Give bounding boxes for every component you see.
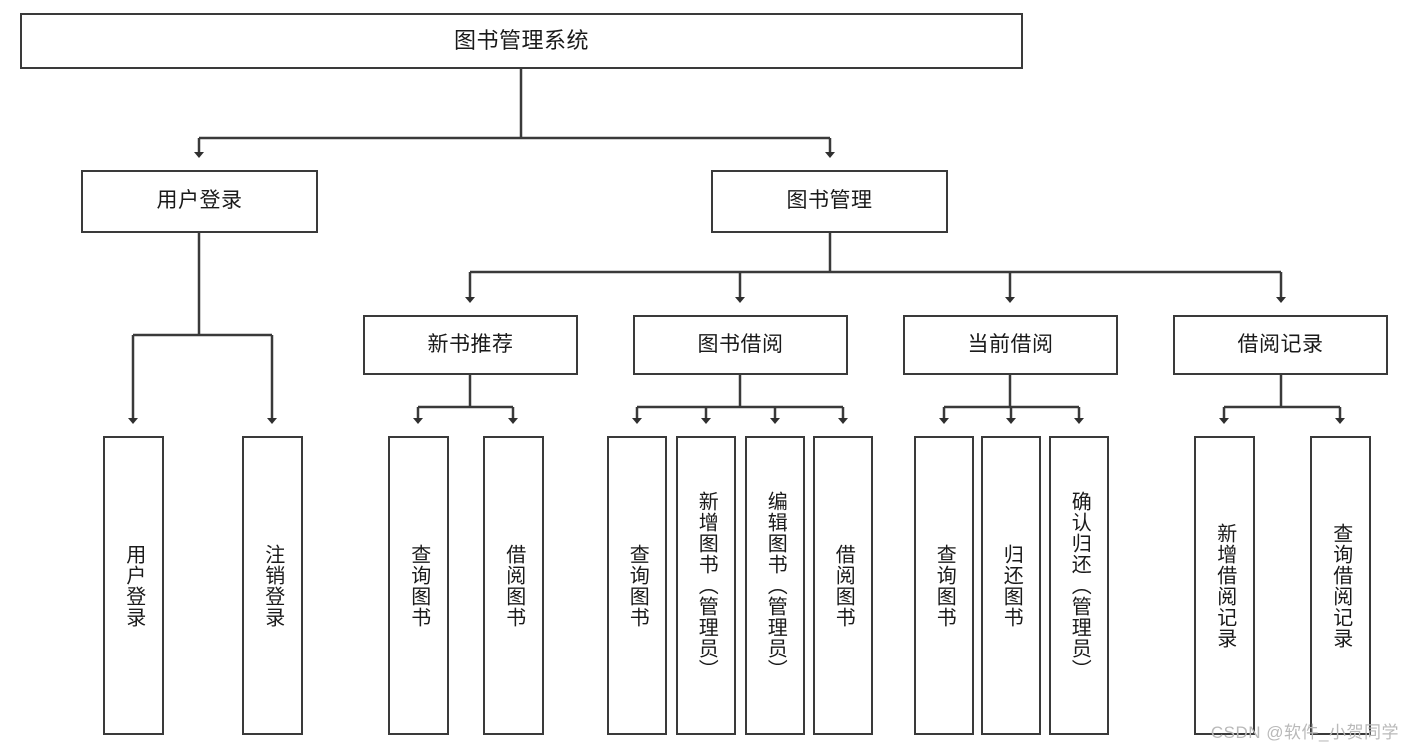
leaf-borrow-edit-book-admin[interactable]: 编辑图书（管理员） [745,436,805,735]
leaf-record-add-record[interactable]: 新增借阅记录 [1194,436,1255,735]
node-label: 查询借阅记录 [1329,522,1352,649]
node-label: 图书管理 [786,189,873,213]
node-label: 新书推荐 [427,332,514,356]
node-label: 编辑图书（管理员） [764,491,787,680]
node-label: 图书管理系统 [453,28,589,54]
node-new-book-recommend[interactable]: 新书推荐 [363,315,578,375]
node-borrow-record[interactable]: 借阅记录 [1173,315,1388,375]
leaf-current-confirm-return-admin[interactable]: 确认归还（管理员） [1049,436,1109,735]
node-root-system[interactable]: 图书管理系统 [20,13,1023,69]
node-book-management[interactable]: 图书管理 [711,170,948,233]
node-label: 用户登录 [122,543,145,628]
node-label: 借阅图书 [832,543,855,628]
node-label: 查询图书 [626,543,649,628]
leaf-user-login-logout[interactable]: 注销登录 [242,436,303,735]
leaf-borrow-query-book[interactable]: 查询图书 [607,436,667,735]
leaf-new-book-borrow[interactable]: 借阅图书 [483,436,544,735]
leaf-current-query-book[interactable]: 查询图书 [914,436,974,735]
leaf-new-book-query[interactable]: 查询图书 [388,436,449,735]
node-label: 注销登录 [261,543,284,628]
node-label: 归还图书 [1000,543,1023,628]
leaf-record-query-record[interactable]: 查询借阅记录 [1310,436,1371,735]
node-current-borrow[interactable]: 当前借阅 [903,315,1118,375]
node-label: 用户登录 [156,189,243,213]
node-label: 借阅记录 [1237,332,1324,356]
node-label: 确认归还（管理员） [1068,491,1091,680]
node-label: 查询图书 [933,543,956,628]
leaf-borrow-add-book-admin[interactable]: 新增图书（管理员） [676,436,736,735]
node-label: 新增图书（管理员） [695,491,718,680]
node-label: 新增借阅记录 [1213,522,1236,649]
node-label: 查询图书 [407,543,430,628]
node-label: 图书借阅 [697,332,784,356]
node-label: 借阅图书 [502,543,525,628]
csdn-watermark: CSDN @软件_小贺同学 [1210,723,1399,742]
node-user-login[interactable]: 用户登录 [81,170,318,233]
leaf-user-login-login[interactable]: 用户登录 [103,436,164,735]
node-label: 当前借阅 [967,332,1054,356]
node-book-borrow[interactable]: 图书借阅 [633,315,848,375]
leaf-current-return-book[interactable]: 归还图书 [981,436,1041,735]
leaf-borrow-borrow-book[interactable]: 借阅图书 [813,436,873,735]
